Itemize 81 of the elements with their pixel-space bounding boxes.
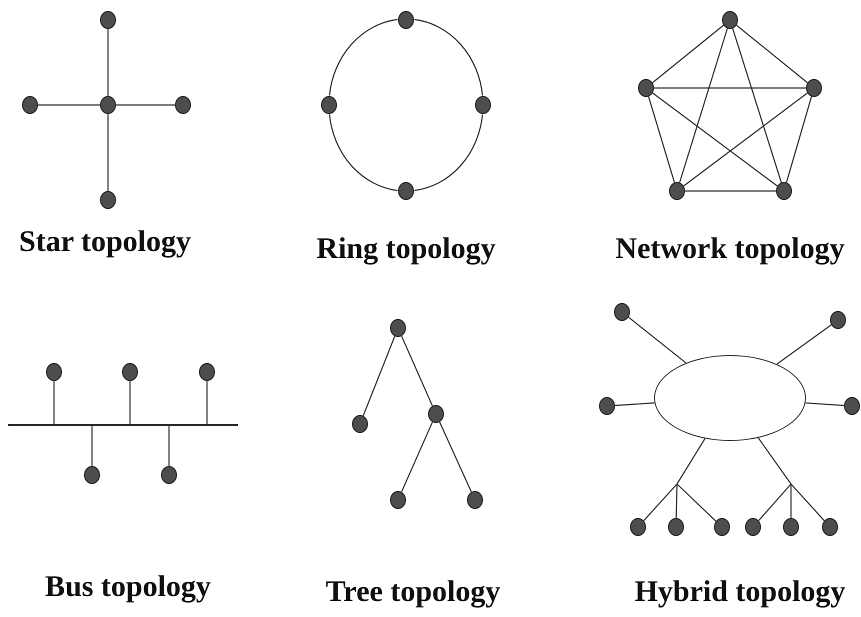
network-node-dot bbox=[714, 518, 730, 536]
network-node-dot bbox=[844, 397, 860, 415]
network-node-dot bbox=[398, 11, 414, 29]
connector-line bbox=[676, 484, 678, 518]
connector-line bbox=[683, 92, 808, 186]
network-node-dot bbox=[100, 96, 116, 114]
connector-line bbox=[676, 438, 706, 484]
network-node-dot bbox=[630, 518, 646, 536]
network-node-dot bbox=[638, 79, 654, 97]
connector-line bbox=[790, 484, 825, 522]
connector-line bbox=[776, 324, 832, 365]
network-node-dot bbox=[776, 182, 792, 200]
connector-line bbox=[652, 92, 778, 186]
topology-caption: Bus topology bbox=[45, 570, 211, 604]
connector-line bbox=[53, 381, 55, 425]
connector-line bbox=[439, 422, 472, 492]
network-node-dot bbox=[428, 405, 444, 423]
connector-line bbox=[328, 18, 398, 96]
connector-line bbox=[328, 114, 398, 192]
network-node-dot bbox=[122, 363, 138, 381]
connector-line bbox=[206, 381, 208, 425]
connector-line bbox=[414, 114, 484, 192]
network-node-dot bbox=[46, 363, 62, 381]
network-node-dot bbox=[22, 96, 38, 114]
network-node-dot bbox=[321, 96, 337, 114]
connector-line bbox=[758, 484, 792, 522]
connector-line bbox=[614, 402, 655, 406]
network-node-dot bbox=[390, 319, 406, 337]
network-node-dot bbox=[175, 96, 191, 114]
network-node-dot bbox=[352, 415, 368, 433]
connector-line bbox=[414, 18, 484, 96]
network-node-dot bbox=[475, 96, 491, 114]
connector-line bbox=[676, 484, 716, 522]
connector-line bbox=[732, 28, 782, 183]
connector-line bbox=[38, 104, 100, 106]
network-node-dot bbox=[100, 11, 116, 29]
network-node-dot bbox=[161, 466, 177, 484]
network-node-dot bbox=[390, 491, 406, 509]
connector-line bbox=[129, 381, 131, 425]
connector-line bbox=[628, 316, 686, 364]
hub-ellipse bbox=[654, 355, 806, 441]
connector-line bbox=[736, 24, 808, 84]
connector-line bbox=[652, 24, 724, 84]
connector-line bbox=[685, 190, 776, 192]
connector-line bbox=[401, 422, 433, 492]
network-node-dot bbox=[830, 311, 846, 329]
network-node-dot bbox=[745, 518, 761, 536]
connector-line bbox=[116, 104, 175, 106]
network-node-dot bbox=[84, 466, 100, 484]
network-node-dot bbox=[783, 518, 799, 536]
connector-line bbox=[654, 87, 806, 89]
connector-line bbox=[107, 29, 109, 96]
topology-caption: Hybrid topology bbox=[634, 575, 846, 609]
topology-caption: Tree topology bbox=[326, 575, 500, 609]
network-node-dot bbox=[398, 182, 414, 200]
network-node-dot bbox=[806, 79, 822, 97]
topology-caption: Star topology bbox=[19, 225, 191, 259]
connector-line bbox=[786, 96, 812, 183]
connector-line bbox=[643, 484, 678, 522]
network-node-dot bbox=[199, 363, 215, 381]
connector-line bbox=[679, 28, 728, 183]
connector-line bbox=[362, 336, 396, 416]
connector-line bbox=[91, 425, 93, 466]
connector-line bbox=[648, 96, 675, 183]
connector-line bbox=[758, 438, 792, 484]
connector-line bbox=[805, 402, 844, 406]
network-node-dot bbox=[467, 491, 483, 509]
network-node-dot bbox=[822, 518, 838, 536]
connector-line bbox=[401, 336, 433, 406]
topology-caption: Ring topology bbox=[316, 232, 496, 266]
network-node-dot bbox=[614, 303, 630, 321]
connector-line bbox=[107, 114, 109, 191]
network-node-dot bbox=[100, 191, 116, 209]
connector-line bbox=[168, 425, 170, 466]
network-node-dot bbox=[722, 11, 738, 29]
bus-line bbox=[8, 424, 238, 426]
network-node-dot bbox=[668, 518, 684, 536]
connector-line bbox=[790, 484, 792, 518]
network-node-dot bbox=[669, 182, 685, 200]
topology-caption: Network topology bbox=[615, 232, 845, 266]
network-node-dot bbox=[599, 397, 615, 415]
